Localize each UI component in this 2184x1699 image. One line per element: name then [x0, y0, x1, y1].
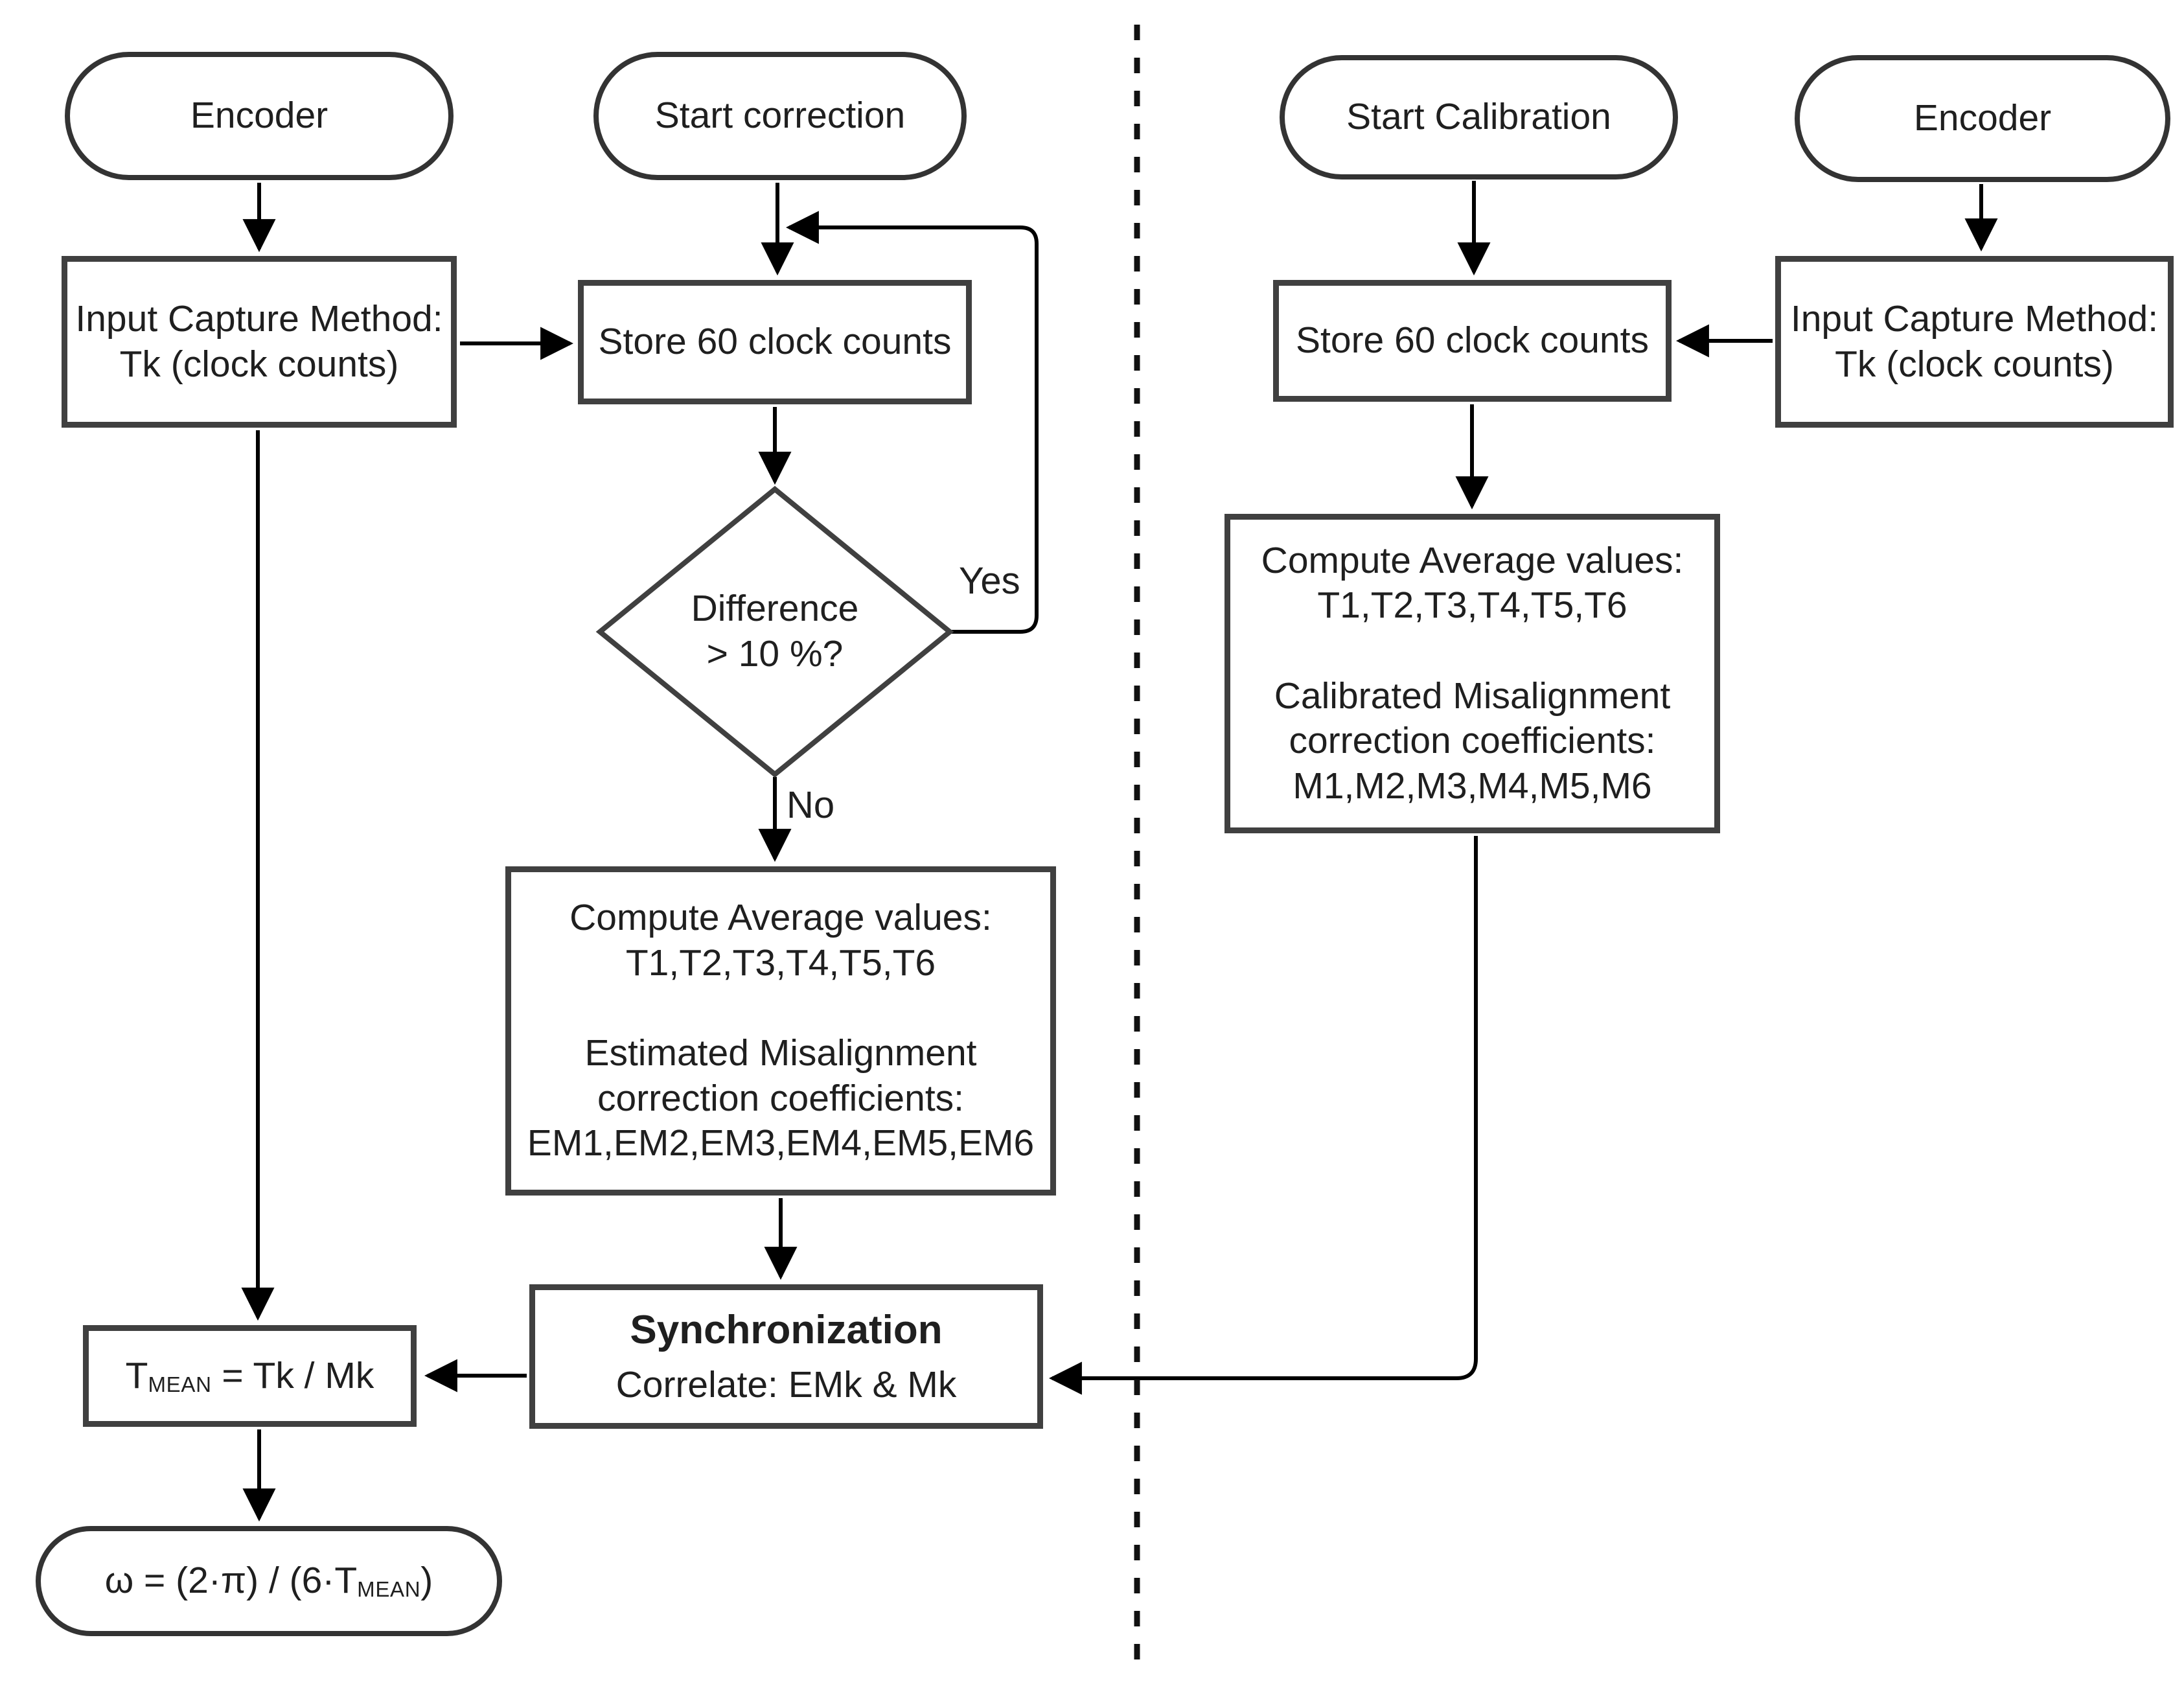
terminal-encoder-left-label: Encoder: [190, 95, 328, 137]
decision-no-text: No: [787, 783, 835, 826]
arrow-compute-right-to-sync: [1048, 836, 1478, 1395]
decision-yes-label: Yes: [959, 559, 1075, 604]
decision-difference-text: Difference > 10 %?: [691, 588, 859, 675]
terminal-start-calibration: Start Calibration: [1280, 55, 1678, 179]
terminal-start-correction: Start correction: [593, 52, 967, 180]
terminal-start-correction-label: Start correction: [654, 95, 906, 137]
process-tmean-formula: TMEAN = Tk / Mk: [83, 1325, 417, 1427]
decision-difference-label: Difference > 10 %?: [645, 567, 904, 697]
process-store-counts-right-label: Store 60 clock counts: [1296, 319, 1649, 362]
terminal-omega-formula: ω = (2·π) / (6·TMEAN): [36, 1526, 502, 1636]
terminal-encoder-left: Encoder: [65, 52, 454, 180]
process-store-counts-left: Store 60 clock counts: [578, 280, 972, 404]
decision-diamond-shape: [595, 485, 954, 778]
process-input-capture-left: Input Capture Method: Tk (clock counts): [62, 256, 457, 428]
process-input-capture-left-label: Input Capture Method: Tk (clock counts): [75, 297, 443, 385]
decision-yes-text: Yes: [959, 559, 1020, 602]
process-compute-averages-left-label: Compute Average values: T1,T2,T3,T4,T5,T…: [527, 897, 1035, 1164]
terminal-start-calibration-label: Start Calibration: [1346, 96, 1611, 138]
process-synchronization: Synchronization Correlate: EMk & Mk: [529, 1284, 1043, 1429]
process-input-capture-right-label: Input Capture Method: Tk (clock counts): [1790, 297, 2159, 385]
process-input-capture-right: Input Capture Method: Tk (clock counts): [1775, 256, 2174, 428]
tmean-formula-label: TMEAN = Tk / Mk: [125, 1354, 374, 1397]
terminal-encoder-right-label: Encoder: [1913, 97, 2052, 139]
omega-formula-label: ω = (2·π) / (6·TMEAN): [104, 1560, 433, 1602]
process-compute-averages-left: Compute Average values: T1,T2,T3,T4,T5,T…: [505, 866, 1056, 1196]
synchronization-subtitle: Correlate: EMk & Mk: [615, 1363, 957, 1405]
arrow-decision-yes-loop: [785, 211, 1039, 634]
process-compute-averages-right: Compute Average values: T1,T2,T3,T4,T5,T…: [1224, 514, 1720, 833]
process-store-counts-left-label: Store 60 clock counts: [598, 321, 952, 363]
process-compute-averages-right-label: Compute Average values: T1,T2,T3,T4,T5,T…: [1261, 539, 1684, 807]
decision-no-label: No: [787, 783, 903, 828]
synchronization-title: Synchronization: [630, 1307, 943, 1352]
terminal-encoder-right: Encoder: [1795, 55, 2170, 182]
process-store-counts-right: Store 60 clock counts: [1273, 280, 1672, 402]
